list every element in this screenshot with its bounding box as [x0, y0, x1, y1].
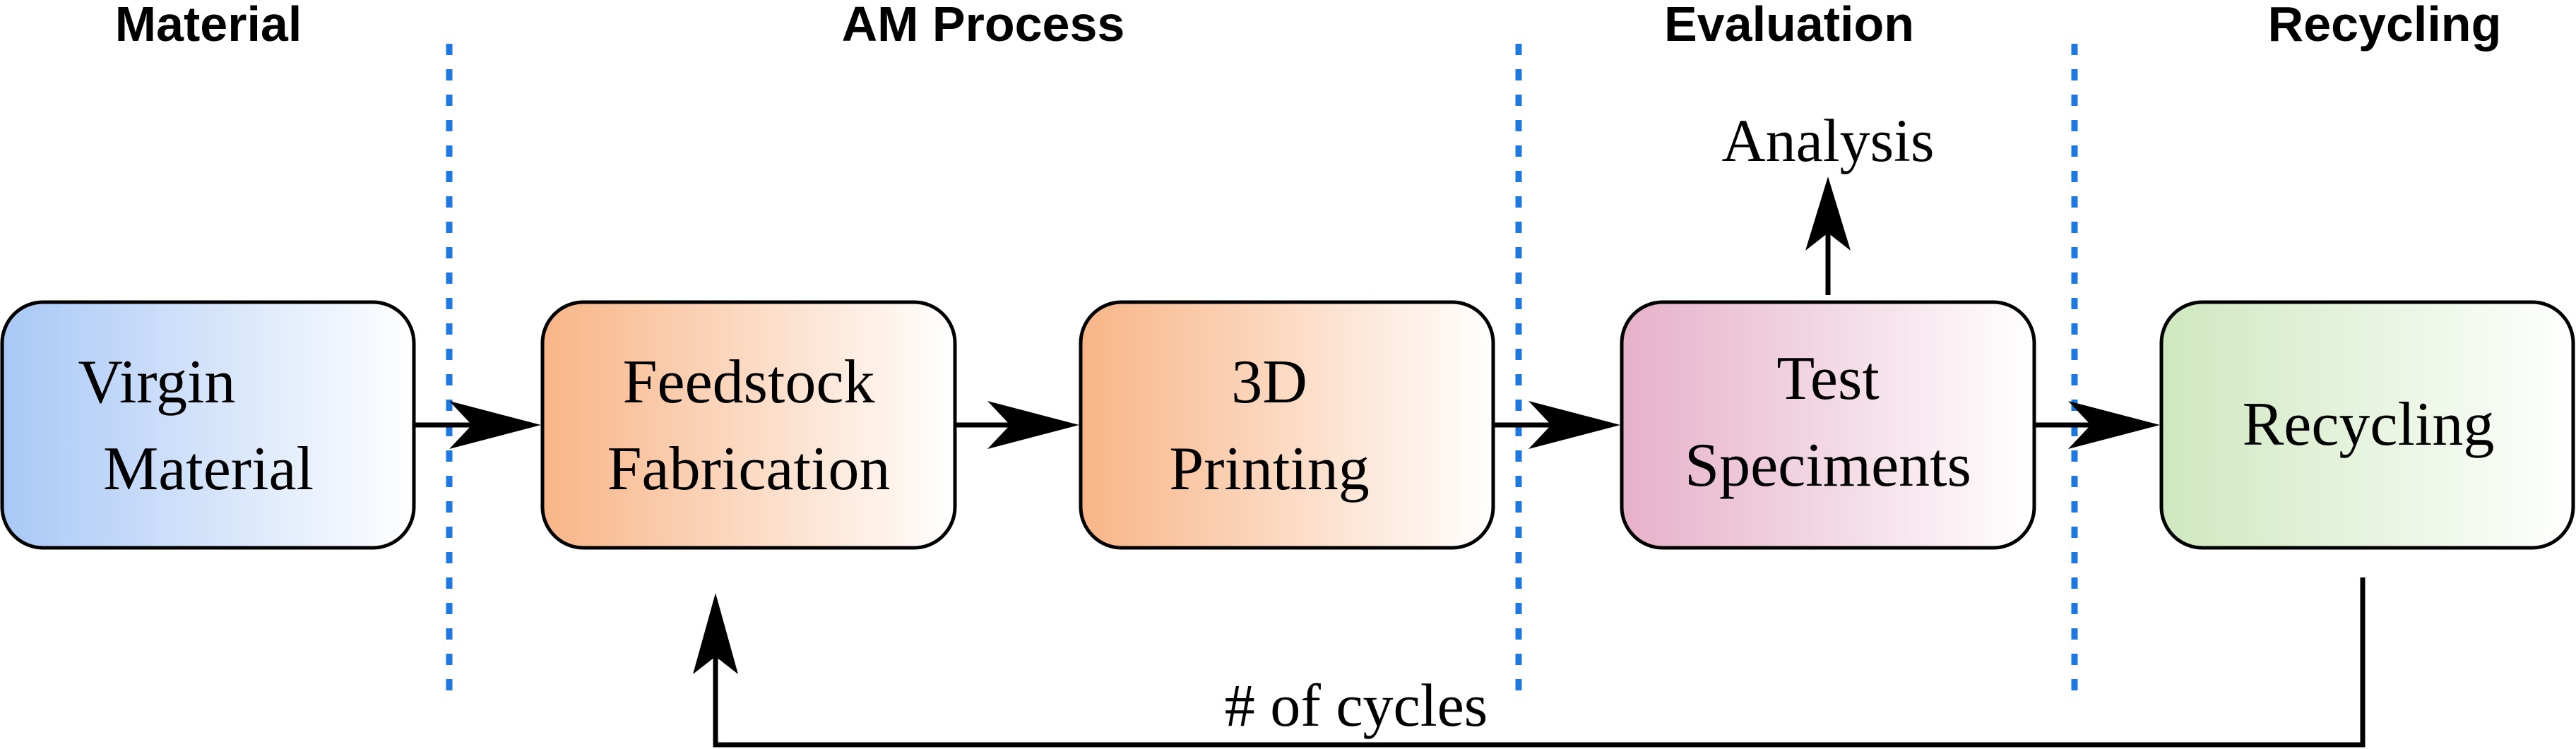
box-shape [1620, 300, 2036, 550]
process-box-3d-printing: 3D Printing [1079, 300, 1495, 550]
arrow-head [2068, 401, 2160, 449]
arrow-head [693, 593, 738, 674]
analysis-label: Analysis [1722, 107, 1935, 174]
box-label-line1: Feedstock [623, 348, 875, 417]
stage-label-material: Material [115, 0, 302, 52]
box-label-line2: Printing [1169, 435, 1370, 503]
flow-arrow-2 [955, 401, 1079, 449]
flow-arrow-1 [414, 401, 541, 449]
flow-arrow-4 [2034, 401, 2160, 449]
loop-line [713, 577, 2366, 748]
cycles-label: # of cycles [1225, 671, 1488, 739]
stage-label-am-process: AM Process [842, 0, 1125, 52]
flow-arrow-3 [1493, 401, 1620, 449]
arrow-head [449, 401, 541, 449]
stage-label-recycling: Recycling [2268, 0, 2502, 52]
process-box-feedstock-fabrication: Feedstock Fabrication [540, 300, 957, 550]
box-label-line1: Recycling [2243, 390, 2495, 459]
process-box-test-speciments: Test Speciments [1620, 300, 2036, 550]
box-shape [2159, 300, 2575, 550]
box-label-line1: 3D [1231, 348, 1307, 417]
process-box-virgin-material: Virgin Material [0, 300, 416, 550]
analysis-arrow [1805, 176, 1851, 295]
box-label-line2: Speciments [1685, 431, 1971, 500]
arrow-head [987, 401, 1079, 449]
box-shape [540, 300, 957, 550]
arrow-head [1529, 401, 1620, 449]
box-label-line2: Fabrication [607, 435, 891, 503]
process-box-recycling: Recycling [2159, 300, 2575, 550]
cycle-loop-arrow [693, 577, 2366, 748]
stage-label-evaluation: Evaluation [1664, 0, 1914, 52]
box-label-line2: Material [103, 435, 314, 503]
box-shape [0, 300, 416, 550]
box-label-line1: Test [1776, 344, 1879, 413]
arrow-head [1805, 176, 1851, 251]
box-shape [1079, 300, 1495, 550]
box-label-line1: Virgin [78, 348, 236, 417]
